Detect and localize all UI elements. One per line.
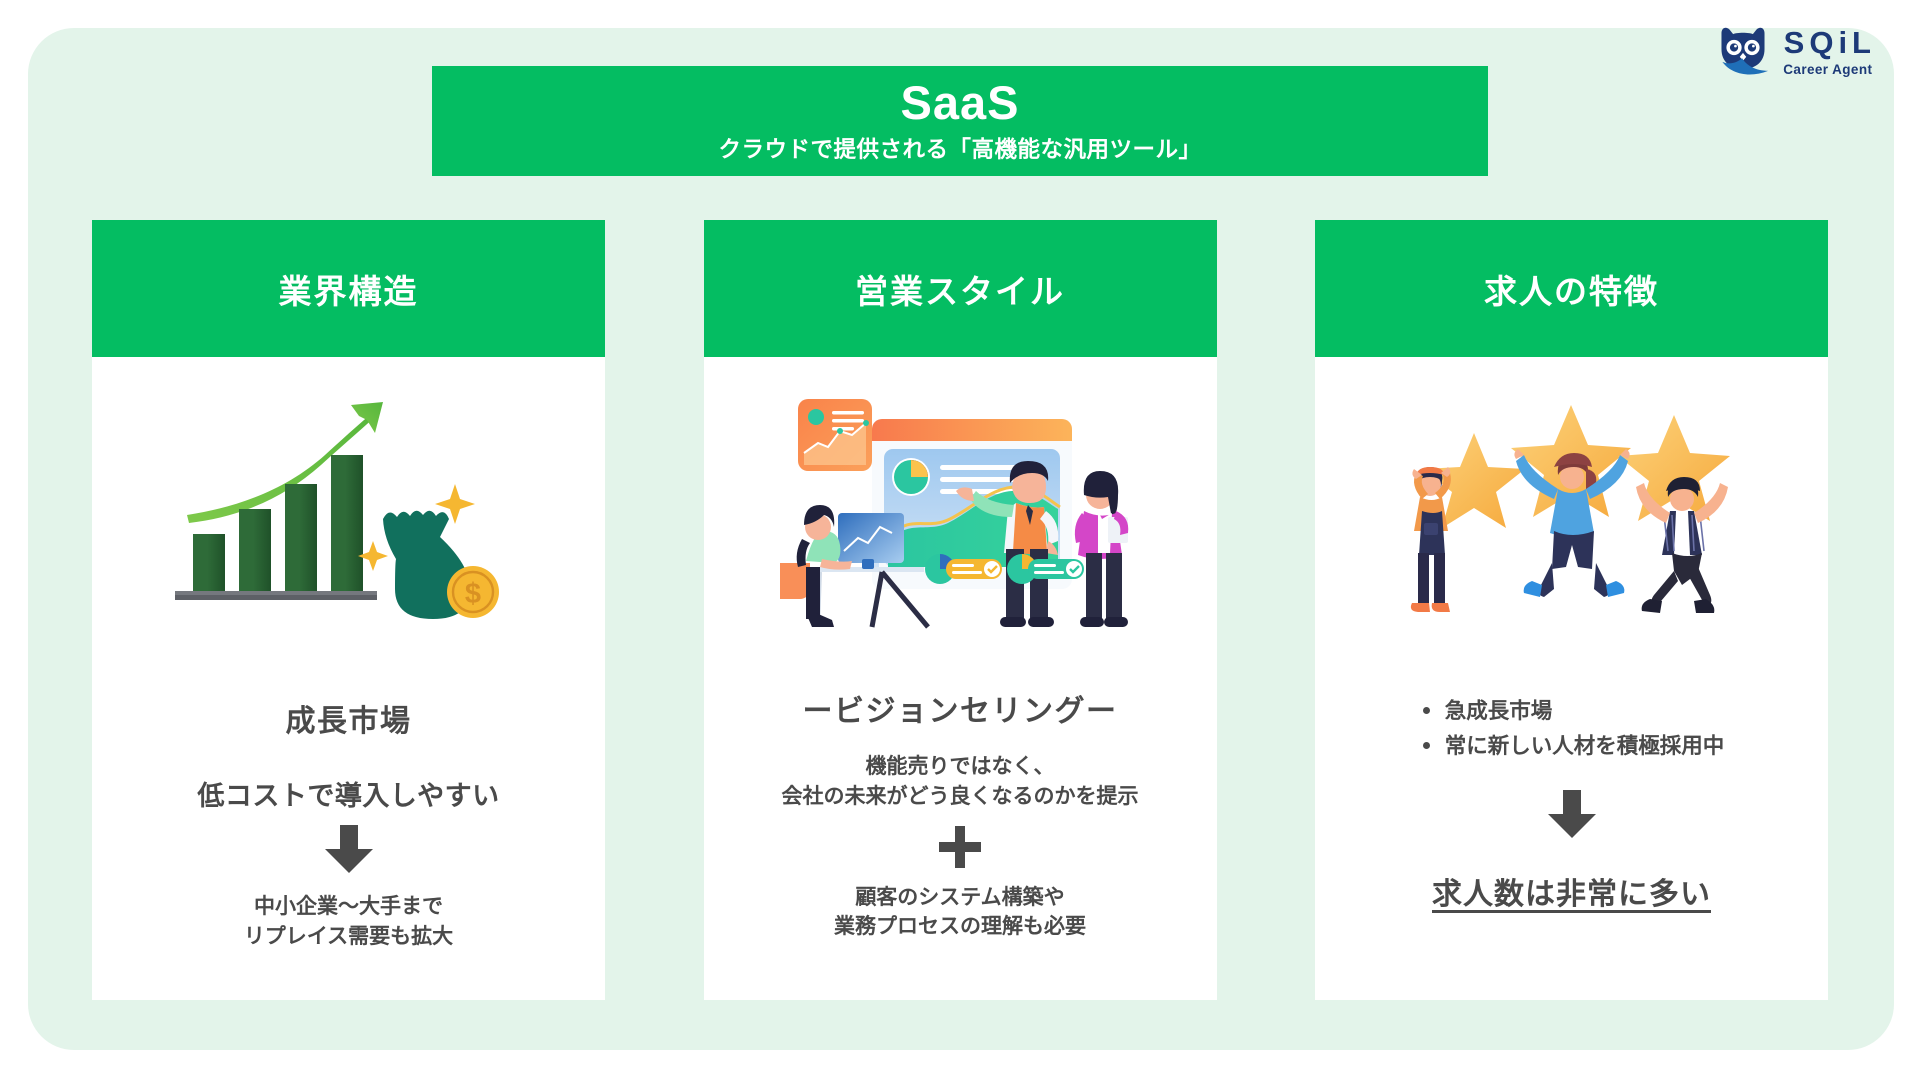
card-job-features: 求人の特徴 xyxy=(1315,220,1828,1000)
card-header-job-features: 求人の特徴 xyxy=(1315,220,1828,357)
card1-footer-line-2: リプレイス需要も拡大 xyxy=(243,924,454,948)
card2-headline: ービジョンセリングー xyxy=(802,695,1118,728)
card-body-industry-structure: $ 成長市場 低コストで導入しやすい 中小企業〜大手まで リプレイス需要も拡大 xyxy=(92,357,605,1000)
card-body-sales-style: ービジョンセリングー 機能売りではなく、 会社の未来がどう良くなるのかを提示 顧… xyxy=(704,357,1217,1000)
card2-body-line-1: 機能売りではなく、 xyxy=(865,755,1055,778)
plus-icon xyxy=(939,825,981,873)
people-holding-stars-illustration xyxy=(1382,403,1762,638)
down-arrow-icon xyxy=(1546,789,1598,843)
card-header-industry-structure: 業界構造 xyxy=(92,220,605,357)
sqil-logo[interactable]: SQiL Career Agent xyxy=(1716,26,1876,78)
card3-bullet-list: 急成長市場 常に新しい人材を積極採用中 xyxy=(1419,694,1725,764)
logo-name: SQiL xyxy=(1783,25,1876,61)
card2-body: 機能売りではなく、 会社の未来がどう良くなるのかを提示 xyxy=(782,752,1139,812)
card1-lead: 低コストで導入しやすい xyxy=(197,781,500,811)
card2-footer-line-1: 顧客のシステム構築や xyxy=(855,885,1065,909)
card-header-label: 求人の特徴 xyxy=(1484,272,1659,310)
card3-conclusion: 求人数は非常に多い xyxy=(1432,877,1711,911)
logo-tagline: Career Agent xyxy=(1783,62,1873,78)
card-header-sales-style: 営業スタイル xyxy=(703,220,1217,357)
growth-chart-money-bag-illustration: $ xyxy=(169,389,529,644)
card1-headline: 成長市場 xyxy=(285,705,412,738)
list-item: 常に新しい人材を積極採用中 xyxy=(1419,729,1724,764)
card-header-label: 業界構造 xyxy=(278,272,419,310)
card2-footer-line-2: 業務プロセスの理解も必要 xyxy=(834,915,1086,939)
page-title: SaaS xyxy=(900,75,1020,129)
title-banner: SaaS クラウドで提供される「高機能な汎用ツール」 xyxy=(432,66,1488,176)
card1-footer-line-1: 中小企業〜大手まで xyxy=(254,895,443,918)
columns-container: 業界構造 xyxy=(92,220,1828,1000)
card-header-label: 営業スタイル xyxy=(855,272,1065,310)
card-body-job-features: 急成長市場 常に新しい人材を積極採用中 求人数は非常に多い xyxy=(1315,357,1828,1000)
business-presentation-illustration xyxy=(760,391,1160,646)
card-sales-style: 営業スタイル xyxy=(703,220,1217,1000)
card1-footer: 中小企業〜大手まで リプレイス需要も拡大 xyxy=(244,892,453,952)
logo-wordmark: SQiL Career Agent xyxy=(1780,27,1876,77)
card-industry-structure: 業界構造 xyxy=(92,220,605,1000)
owl-icon xyxy=(1716,26,1770,78)
page-subtitle: クラウドで提供される「高機能な汎用ツール」 xyxy=(718,137,1202,163)
svg-text:$: $ xyxy=(464,578,480,610)
list-item: 急成長市場 xyxy=(1419,694,1725,729)
card2-body-line-2: 会社の未来がどう良くなるのかを提示 xyxy=(781,784,1139,808)
card2-footer: 顧客のシステム構築や 業務プロセスの理解も必要 xyxy=(834,883,1086,943)
down-arrow-icon xyxy=(323,825,375,878)
